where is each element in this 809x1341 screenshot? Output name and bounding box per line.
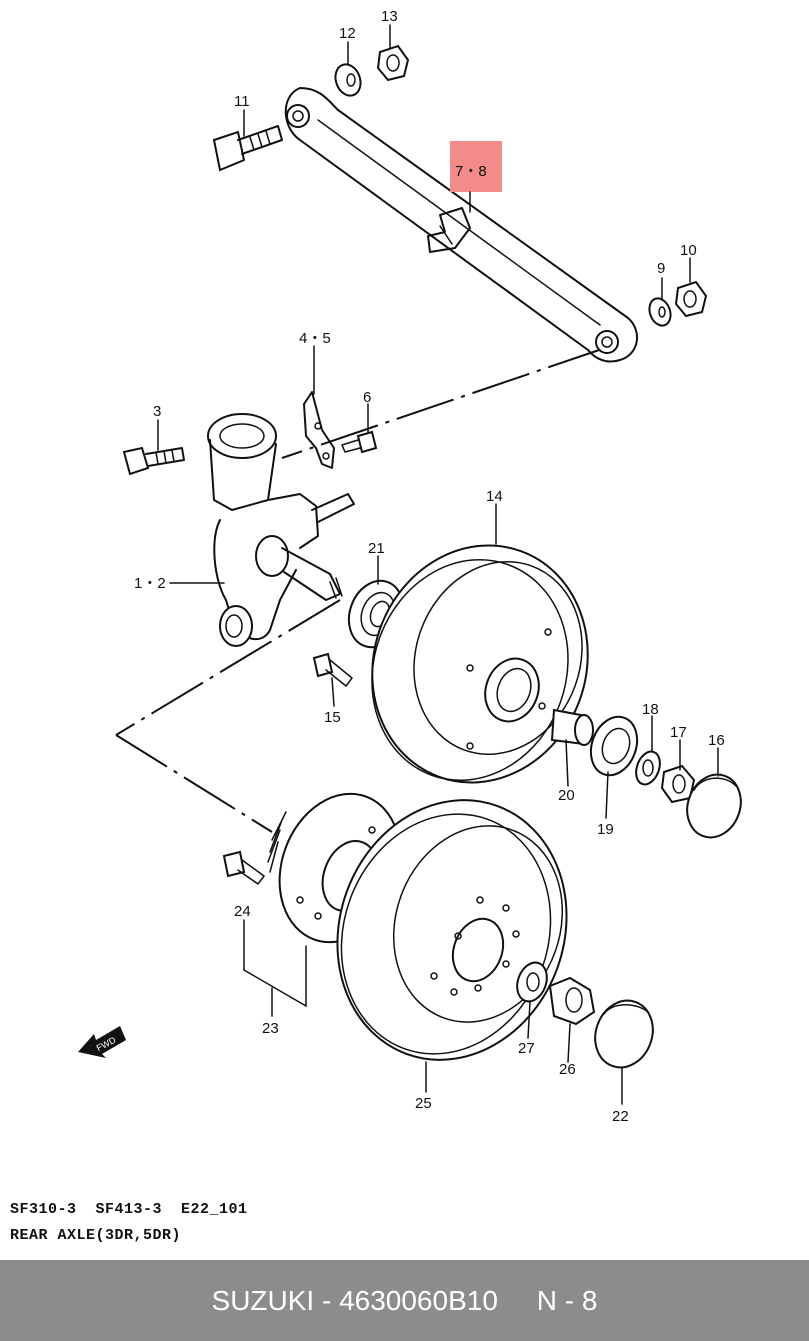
callout-25: 25 [415,1095,432,1112]
diagram-code-caption: SF310-3 SF413-3 E22_101 [10,1201,248,1218]
part-bearing-19 [589,715,639,777]
callout-3: 3 [153,403,161,420]
callout-21: 21 [368,540,385,557]
part-brake-drum-14 [371,544,589,784]
part-spacer-20 [550,708,594,746]
assembly-center-line-lower [115,734,273,833]
callout-9: 9 [657,260,665,277]
part-stud-24 [222,850,265,885]
part-nut-26 [548,976,596,1026]
callout-15: 15 [324,709,341,726]
callout-13: 13 [381,8,398,25]
callout-22: 22 [612,1108,629,1125]
callout-27: 27 [518,1040,535,1057]
part-washer-27 [516,961,548,1003]
part-washer-9 [648,297,672,327]
assembly-center-line-upper [281,347,606,459]
footer-bar: SUZUKI - 4630060B10 N - 8 [0,1260,809,1341]
part-nut-10 [674,280,708,318]
part-brake-drum-25 [336,799,568,1061]
callout-26: 26 [559,1061,576,1078]
leader-lines [157,24,719,1105]
highlight-box-7-8 [450,141,502,192]
part-nut-13 [376,44,410,82]
callout-11: 11 [234,93,250,110]
callout-18: 18 [642,701,659,718]
part-washer-12 [334,63,362,97]
part-lateral-rod [284,87,638,363]
part-bolt-3 [122,446,185,476]
callout-10: 10 [680,242,697,259]
part-bolt-6 [341,430,378,454]
callout-4-5: 4・5 [299,330,331,347]
callout-17: 17 [670,724,687,741]
callout-19: 19 [597,821,614,838]
part-bolt-11 [212,125,283,172]
part-bracket-4-5 [303,391,335,469]
callout-23: 23 [262,1020,279,1037]
fwd-arrow-icon: FWD [78,1026,126,1058]
diagram-title-caption: REAR AXLE(3DR,5DR) [10,1227,182,1244]
part-knuckle-1-2 [207,413,355,647]
callout-7-8: 7・8 [455,163,487,180]
rear-axle-exploded-diagram: FWD 12 13 11 7・8 9 10 4・5 6 [78,8,742,1125]
part-cap-16 [686,773,742,839]
footer-part-number: SUZUKI - 4630060B10 N - 8 [211,1284,598,1316]
callout-12: 12 [339,25,356,42]
part-washer-18 [635,750,661,786]
callout-6: 6 [363,389,371,406]
part-cap-22 [594,999,654,1069]
callout-14: 14 [486,488,503,505]
part-bolt-15 [312,652,353,687]
callout-16: 16 [708,732,725,749]
callout-1-2: 1・2 [134,575,166,592]
assembly-center-line-mid [115,599,341,736]
callout-24: 24 [234,903,251,920]
callout-20: 20 [558,787,575,804]
